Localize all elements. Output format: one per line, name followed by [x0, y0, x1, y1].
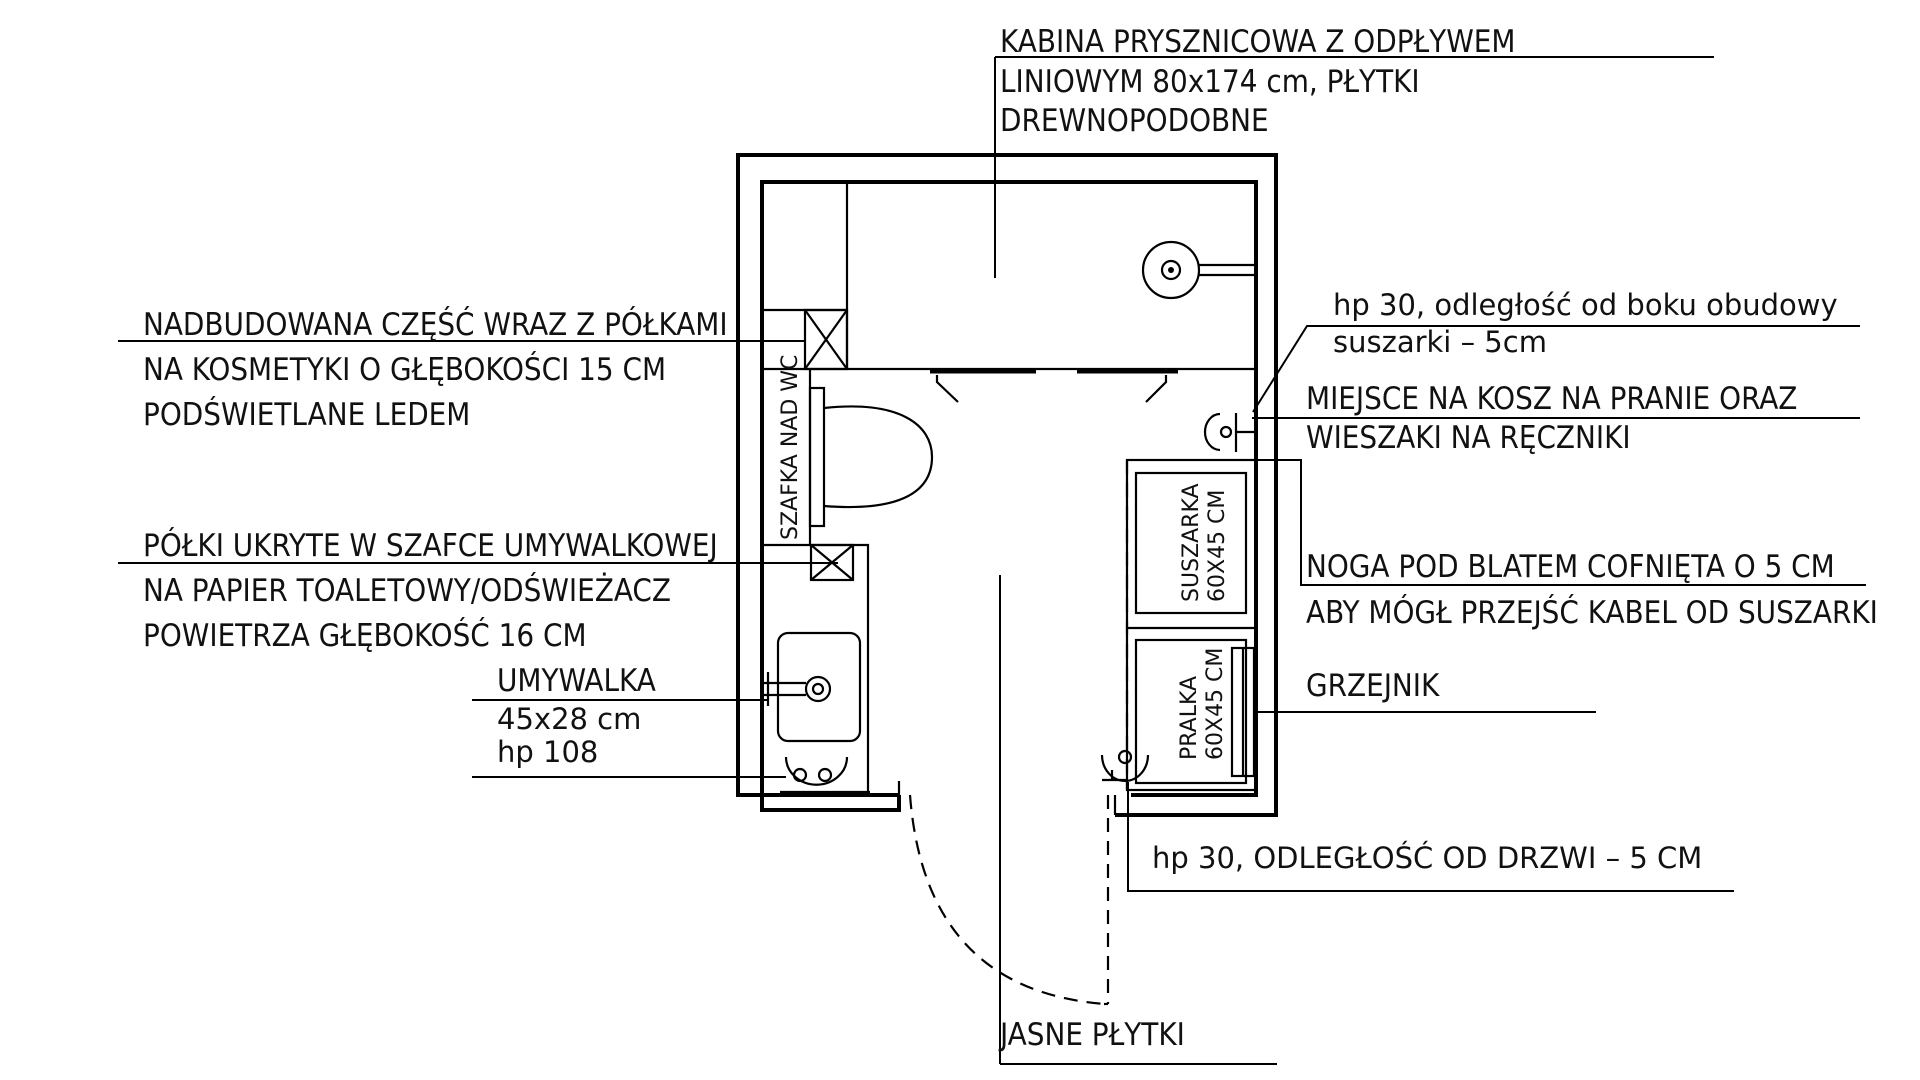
built-part-line3: PODŚWIETLANE LEDEM [143, 396, 470, 433]
built-part-line2: NA KOSMETYKI O GŁĘBOKOŚCI 15 CM [143, 351, 666, 388]
shower-label-line2: LINIOWYM 80x174 cm, PŁYTKI [1000, 64, 1420, 100]
label-leg: NOGA POD BLATEM COFNIĘTA O 5 CM ABY MÓGŁ… [1306, 549, 1878, 631]
hidden-shelves-line3: POWIETRZA GŁĘBOKOŚĆ 16 CM [143, 617, 587, 654]
washer-label: PRALKA [1177, 676, 1202, 760]
label-socket-dryer: hp 30, odległość od boku obudowy suszark… [1333, 288, 1838, 359]
label-socket-door: hp 30, ODLEGŁOŚĆ OD DRZWI – 5 CM [1152, 841, 1702, 875]
sink-line1: UMYWALKA [497, 663, 656, 699]
dryer-label: SUSZARKA [1179, 483, 1204, 602]
sink-cabinet [762, 543, 870, 795]
hidden-shelves-line2: NA PAPIER TOALETOWY/ODŚWIEŻACZ [143, 572, 671, 609]
toilet-icon [808, 386, 934, 528]
appliances-area: SUSZARKA 60X45 CM PRALKA 60X45 CM [1100, 412, 1258, 792]
label-built-part: NADBUDOWANA CZĘŚĆ WRAZ Z PÓŁKAMI NA KOSM… [143, 306, 728, 433]
washer-size-label: 60X45 CM [1203, 648, 1228, 760]
label-radiator: GRZEJNIK [1306, 668, 1440, 704]
built-part-line1: NADBUDOWANA CZĘŚĆ WRAZ Z PÓŁKAMI [143, 306, 728, 343]
hidden-shelves-line1: PÓŁKI UKRYTE W SZAFCE UMYWALKOWEJ [143, 527, 718, 564]
leader-lines [118, 56, 1866, 892]
door-socket-icon [1100, 749, 1150, 782]
socket-double-icon [780, 756, 870, 794]
built-up-shelf-part [762, 308, 849, 371]
label-shower: KABINA PRYSZNICOWA Z ODPŁYWEM LINIOWYM 8… [1000, 24, 1515, 139]
socket-dryer-line1: hp 30, odległość od boku obudowy [1333, 288, 1838, 322]
dryer-size-label: 60X45 CM [1205, 490, 1230, 602]
label-sink: UMYWALKA 45x28 cm hp 108 [497, 663, 656, 769]
shower-label-line1: KABINA PRYSZNICOWA Z ODPŁYWEM [1000, 24, 1515, 60]
wc-cabinet-label: SZAFKA NAD WC [778, 355, 803, 540]
laundry-line1: MIEJSCE NA KOSZ NA PRANIE ORAZ [1306, 381, 1797, 417]
leg-line2: ABY MÓGŁ PRZEJŚĆ KABEL OD SUSZARKI [1306, 594, 1878, 631]
radiator-icon [1230, 646, 1256, 778]
laundry-line2: WIESZAKI NA RĘCZNIKI [1306, 420, 1631, 456]
sink-line3: hp 108 [497, 735, 598, 769]
socket-dryer-line2: suszarki – 5cm [1333, 325, 1547, 359]
shower-drain-icon [1141, 240, 1256, 300]
label-floor: JASNE PŁYTKI [998, 1017, 1185, 1053]
shower-label-line3: DREWNOPODOBNE [1000, 103, 1269, 139]
room-walls [736, 153, 1278, 817]
laundry-socket-icon [1203, 412, 1256, 452]
sink-tap-icon [762, 672, 832, 706]
sink-line2: 45x28 cm [497, 702, 641, 736]
label-hidden-shelves: PÓŁKI UKRYTE W SZAFCE UMYWALKOWEJ NA PAP… [143, 527, 718, 654]
wc-cabinet: SZAFKA NAD WC [778, 355, 812, 545]
label-laundry: MIEJSCE NA KOSZ NA PRANIE ORAZ WIESZAKI … [1306, 381, 1797, 456]
leg-line1: NOGA POD BLATEM COFNIĘTA O 5 CM [1306, 549, 1835, 585]
door-swing [908, 794, 1110, 1006]
